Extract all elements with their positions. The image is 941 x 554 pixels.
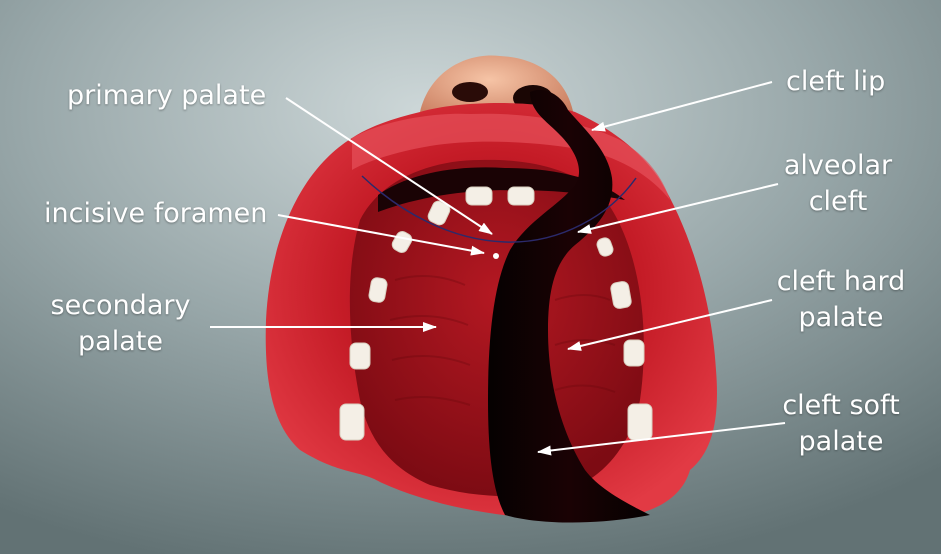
incisive-foramen-dot xyxy=(493,253,499,259)
label-secondary-palate-line1: secondary xyxy=(48,288,193,324)
label-secondary-palate: secondary palate xyxy=(48,288,193,360)
label-cleft-soft-palate-line1: cleft soft xyxy=(774,388,908,424)
label-cleft-lip: cleft lip xyxy=(786,64,885,100)
label-cleft-hard-palate-line2: palate xyxy=(770,300,912,336)
label-incisive-foramen: incisive foramen xyxy=(44,196,267,232)
label-alveolar-cleft-line2: cleft xyxy=(778,184,898,220)
label-cleft-soft-palate: cleft soft palate xyxy=(774,388,908,460)
label-secondary-palate-line2: palate xyxy=(48,324,193,360)
label-cleft-hard-palate-line1: cleft hard xyxy=(770,264,912,300)
label-primary-palate: primary palate xyxy=(67,78,266,114)
label-cleft-hard-palate: cleft hard palate xyxy=(770,264,912,336)
label-cleft-soft-palate-line2: palate xyxy=(774,424,908,460)
label-alveolar-cleft-line1: alveolar xyxy=(778,148,898,184)
label-alveolar-cleft: alveolar cleft xyxy=(778,148,898,220)
